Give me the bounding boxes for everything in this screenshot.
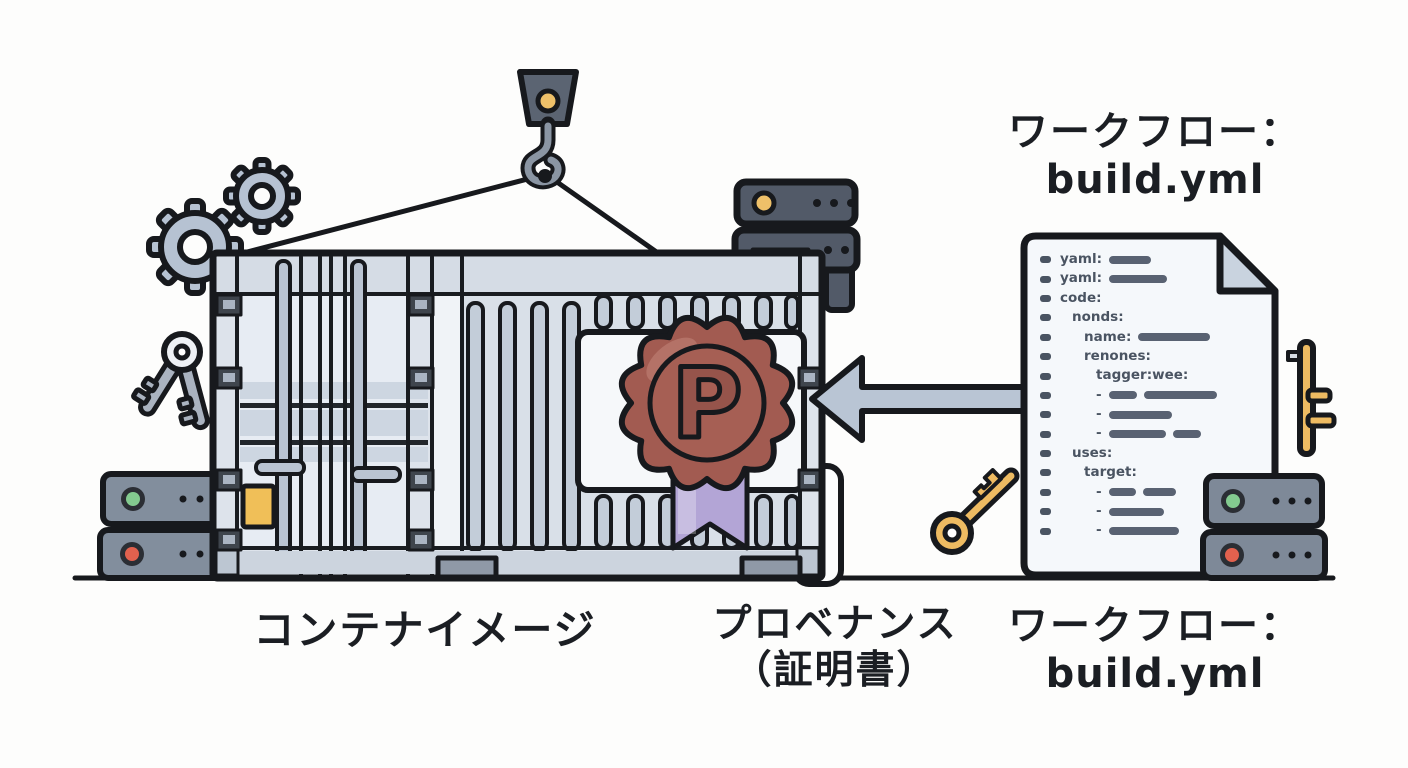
container-icon: P [209, 249, 826, 582]
doc-bullet-icon [1040, 450, 1051, 458]
doc-line: - [1040, 483, 1265, 502]
doc-line: nonds: [1040, 308, 1265, 327]
doc-bullet-icon [1040, 488, 1051, 496]
container-image-label: コンテナイメージ [253, 606, 597, 654]
doc-keyword: name: [1084, 328, 1132, 345]
document-code-lines: yaml: yaml: code: nonds: name: renones: tagger… [1040, 250, 1265, 541]
doc-line: yaml: [1040, 269, 1265, 288]
doc-redacted-bar [1108, 488, 1136, 497]
doc-bullet-icon [1040, 372, 1051, 380]
doc-bullet-icon [1040, 256, 1051, 264]
doc-line: - [1040, 405, 1265, 424]
provenance-line2: （証明書） [732, 648, 938, 693]
doc-line: name: [1040, 328, 1265, 347]
doc-redacted-bar [1108, 527, 1179, 536]
doc-line: target: [1040, 463, 1265, 482]
arrow-left-icon [809, 355, 1027, 443]
doc-bullet-icon [1040, 333, 1051, 341]
crane-hook-icon [225, 69, 661, 260]
gold-key-icon [930, 467, 1020, 555]
doc-line: - [1040, 521, 1265, 540]
doc-bullet-icon [1040, 391, 1051, 399]
doc-line: yaml: [1040, 250, 1265, 269]
gears-icon [146, 157, 301, 296]
server-stack-left-icon [97, 471, 229, 581]
doc-bullet-icon [1040, 411, 1051, 419]
doc-keyword: yaml: [1060, 250, 1103, 267]
doc-keyword: tagger:wee: [1096, 367, 1189, 384]
doc-redacted-bar [1108, 391, 1137, 400]
doc-bullet-icon [1040, 294, 1051, 302]
workflow-bottom-label: ワークフロー： build.yml [1000, 602, 1310, 698]
doc-bullet-icon [1040, 527, 1051, 535]
seal-letter: P [672, 348, 742, 460]
doc-bullet-icon [1040, 469, 1051, 477]
doc-bullet-icon [1040, 508, 1051, 516]
placard [240, 483, 277, 530]
keyring-icon [131, 331, 210, 431]
doc-redacted-bar [1108, 507, 1164, 516]
doc-keyword: - [1096, 406, 1102, 423]
doc-keyword: uses: [1072, 444, 1113, 461]
doc-line: code: [1040, 289, 1265, 308]
doc-redacted-bar [1108, 410, 1172, 419]
doc-bullet-icon [1040, 314, 1051, 322]
doc-redacted-bar [1138, 333, 1211, 342]
workflow-top-label: ワークフロー： build.yml [1000, 108, 1310, 204]
doc-bullet-icon [1040, 430, 1051, 438]
doc-bullet-icon [1040, 353, 1051, 361]
doc-redacted-bar [1109, 275, 1168, 284]
doc-keyword: nonds: [1072, 309, 1124, 326]
doc-redacted-bar [1143, 391, 1217, 400]
doc-keyword: - [1096, 425, 1102, 442]
doc-keyword: - [1096, 483, 1102, 500]
doc-redacted-bar [1142, 488, 1176, 497]
doc-redacted-bar [1109, 255, 1152, 264]
doc-bullet-icon [1040, 275, 1051, 283]
provenance-line1: プロベナンス [712, 602, 958, 647]
workflow-bottom-line1: ワークフロー： [1008, 603, 1302, 649]
doc-keyword: - [1096, 522, 1102, 539]
doc-line: tagger:wee: [1040, 366, 1265, 385]
doc-redacted-bar [1172, 430, 1201, 439]
doc-keyword: yaml: [1060, 270, 1103, 287]
doc-line: - [1040, 386, 1265, 405]
doc-keyword: code: [1060, 289, 1102, 306]
doc-keyword: target: [1084, 464, 1137, 481]
workflow-top-line2: build.yml [1045, 157, 1265, 203]
workflow-top-line1: ワークフロー： [1008, 109, 1302, 155]
provenance-label: プロベナンス （証明書） [680, 602, 990, 694]
server-stack-right-icon [1200, 473, 1328, 581]
doc-line: - [1040, 502, 1265, 521]
wax-seal-icon: P [618, 314, 796, 492]
doc-line: renones: [1040, 347, 1265, 366]
doc-keyword: renones: [1084, 347, 1151, 364]
workflow-bottom-line2: build.yml [1045, 651, 1265, 697]
doc-keyword: - [1096, 503, 1102, 520]
doc-line: - [1040, 425, 1265, 444]
gold-key-right-icon [1286, 339, 1337, 457]
doc-keyword: - [1096, 386, 1102, 403]
doc-redacted-bar [1108, 430, 1166, 439]
doc-line: uses: [1040, 444, 1265, 463]
